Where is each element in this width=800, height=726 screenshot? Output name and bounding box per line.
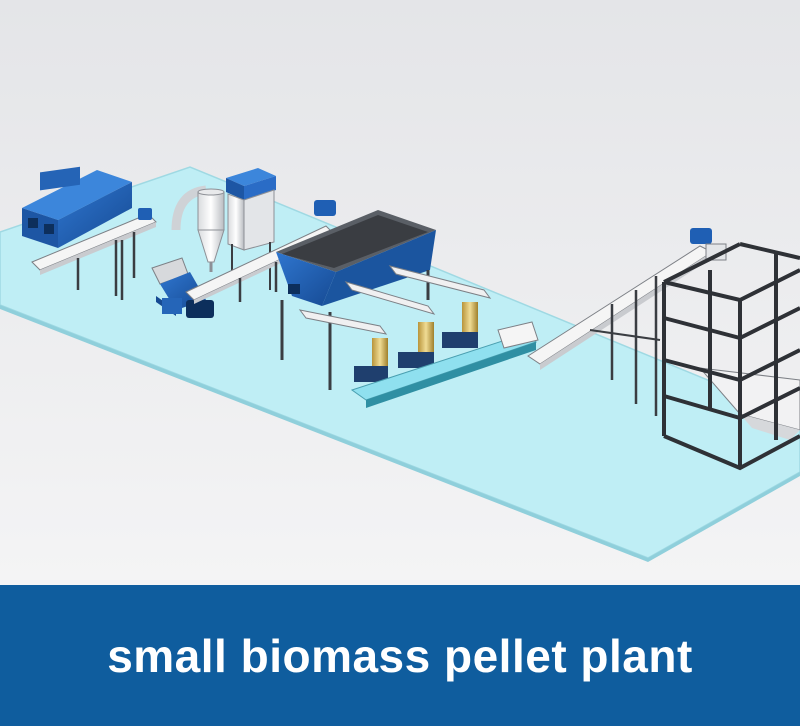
cyclone-separator	[171, 185, 225, 272]
plant-scene	[0, 0, 800, 585]
pellet-mill-3	[442, 302, 478, 348]
inclined-belt-conveyor	[31, 208, 157, 300]
storage-frame	[662, 242, 800, 471]
feeder-beams	[298, 265, 492, 335]
caption-title: small biomass pellet plant	[107, 629, 693, 682]
flat-belt-conveyor	[350, 321, 539, 408]
pellet-mills	[354, 302, 478, 382]
pellet-mill-1	[354, 338, 388, 382]
dryer	[22, 166, 132, 248]
dust-collector	[226, 168, 276, 290]
pellet-mill-2	[398, 322, 434, 368]
caption-banner: small biomass pellet plant	[0, 585, 800, 726]
plant-illustration	[0, 0, 800, 585]
storage-silo	[276, 210, 436, 390]
